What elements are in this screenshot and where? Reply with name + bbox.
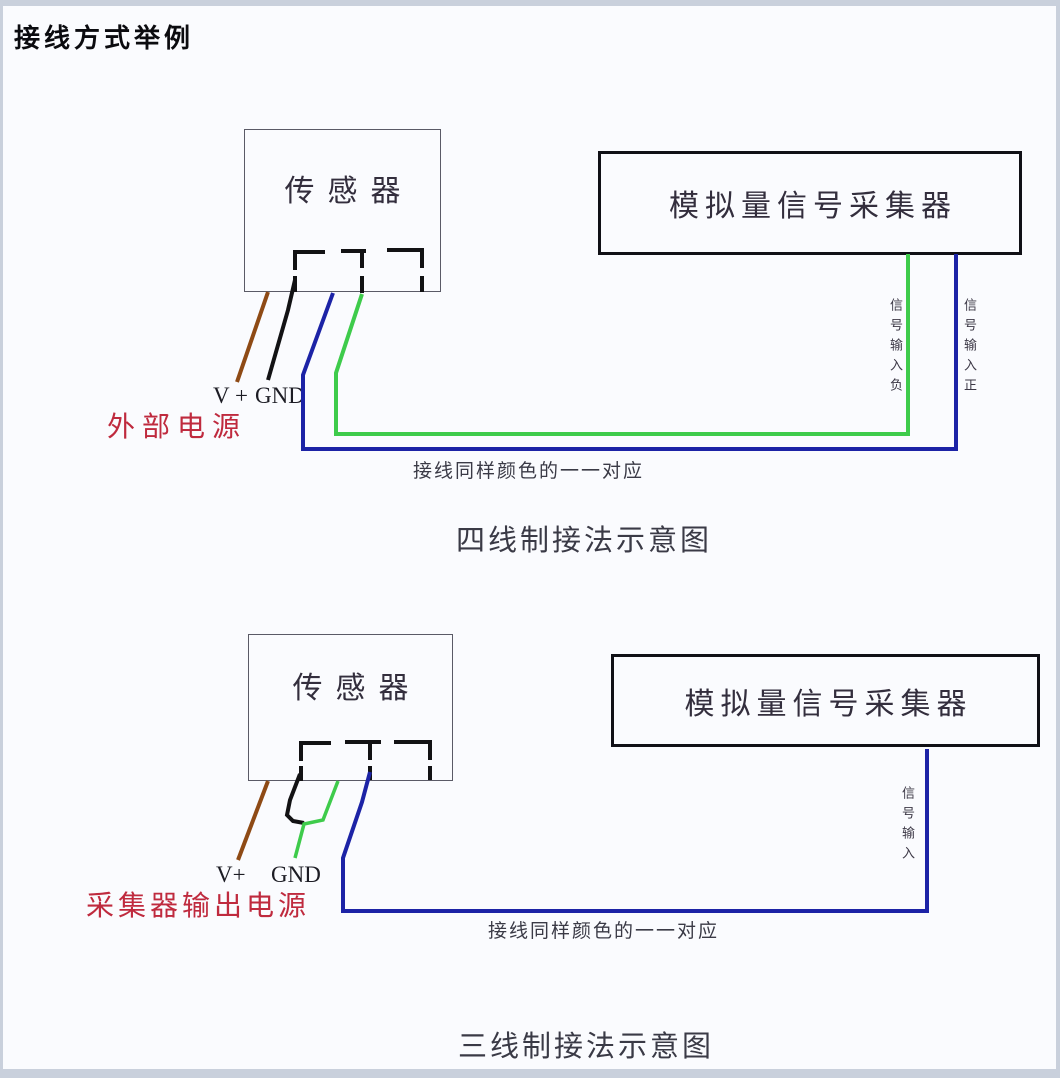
three-wire-caption: 接线同样颜色的一一对应 xyxy=(488,921,720,942)
three-wire-vplus-label: V+ xyxy=(216,862,246,887)
four-wire-title: 四线制接法示意图 xyxy=(456,525,713,557)
three-wire-signal-input-label: 信号输入 xyxy=(900,786,915,866)
four-wire-collector-box: 模拟量信号采集器 xyxy=(598,151,1022,255)
three-wire-collector-label: 模拟量信号采集器 xyxy=(684,687,973,721)
four-wire-signal-positive-label: 信号输入正 xyxy=(962,298,977,398)
three-wire-sensor-label: 传感器 xyxy=(292,671,422,705)
four-wire-gnd-label: GND xyxy=(255,383,305,408)
three-wire-power-source-label: 采集器输出电源 xyxy=(86,891,311,922)
four-wire-sensor-box: 传感器 xyxy=(244,129,441,292)
three-wire-gnd-label: GND xyxy=(271,862,321,887)
page-title: 接线方式举例 xyxy=(14,24,195,54)
three-wire-sensor-box: 传感器 xyxy=(248,634,453,781)
three-wire-title: 三线制接法示意图 xyxy=(458,1031,715,1063)
four-wire-caption: 接线同样颜色的一一对应 xyxy=(413,461,645,482)
four-wire-sensor-label: 传感器 xyxy=(284,174,414,208)
four-wire-collector-label: 模拟量信号采集器 xyxy=(669,190,957,223)
four-wire-signal-negative-label: 信号输入负 xyxy=(888,298,903,398)
document-page: 接线方式举例 传感器 模拟量信号采集器 V + GND 外部电源 信号输入负 信… xyxy=(3,6,1056,1069)
four-wire-power-source-label: 外部电源 xyxy=(107,412,248,443)
three-wire-collector-box: 模拟量信号采集器 xyxy=(611,654,1040,747)
four-wire-vplus-label: V + xyxy=(213,383,248,408)
